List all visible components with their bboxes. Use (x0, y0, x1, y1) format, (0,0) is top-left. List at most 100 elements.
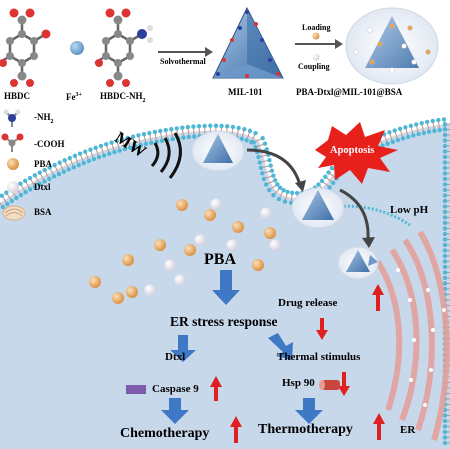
product-drug-dot (389, 67, 395, 73)
membrane-tail (426, 122, 430, 131)
membrane-head (133, 144, 138, 149)
membrane-head (251, 140, 256, 145)
membrane-head (442, 160, 448, 165)
membrane-tail (437, 121, 441, 130)
membrane-head (275, 182, 280, 187)
dtxl-dot (144, 284, 156, 296)
label-coupling: Coupling (298, 62, 330, 71)
membrane-head (141, 131, 147, 137)
membrane-head (67, 155, 72, 161)
membrane-tail (159, 131, 163, 140)
membrane-head (230, 124, 236, 130)
product-drug-dot (367, 27, 373, 33)
membrane-head (329, 165, 335, 171)
membrane-head (269, 168, 275, 173)
label-thermal-stimulus: Thermal stimulus (277, 351, 361, 363)
membrane-head (294, 190, 300, 196)
label-pba-center: PBA (204, 251, 236, 268)
membrane-head (191, 124, 196, 129)
label-er-stress: ER stress response (170, 314, 278, 329)
membrane-head (112, 149, 117, 155)
membrane-head (327, 185, 332, 190)
label-fe: Fe3+ (66, 92, 82, 102)
membrane-tail (100, 146, 105, 155)
membrane-head (202, 123, 207, 129)
label-thermotherapy: Thermotherapy (258, 422, 353, 437)
membrane-head (442, 182, 448, 187)
membrane-head (442, 281, 448, 286)
membrane-head (281, 188, 286, 193)
membrane-tail (49, 168, 55, 176)
membrane-head (442, 413, 448, 418)
mof-linker-dot (245, 10, 249, 14)
hbdc-nh2-atoms (95, 8, 153, 87)
membrane-head (425, 119, 430, 125)
membrane-tail (290, 193, 293, 202)
membrane-tail (246, 131, 251, 140)
membrane-tail (170, 130, 174, 139)
membrane-tail (384, 135, 388, 143)
membrane-head (276, 196, 282, 202)
membrane-tail (20, 184, 26, 192)
membrane-tail (143, 135, 147, 144)
membrane-head (442, 264, 448, 270)
membrane-head (392, 128, 397, 133)
nanoparticle-incoming (191, 130, 245, 172)
membrane-tail (269, 184, 277, 190)
membrane-tail (54, 165, 59, 174)
membrane-tail (278, 190, 284, 199)
membrane-head (271, 173, 276, 178)
membrane-head (261, 176, 267, 182)
apoptosis-star (315, 122, 398, 184)
released-drug-dots (89, 198, 281, 304)
membrane-head (37, 170, 42, 175)
membrane-head (430, 118, 435, 124)
membrane-head (181, 135, 186, 140)
membrane-tail (264, 175, 273, 180)
membrane-head (387, 130, 392, 135)
membrane-tail (181, 128, 184, 137)
membrane-tail (322, 181, 330, 188)
membrane-head (163, 127, 168, 133)
membrane-head (101, 153, 107, 158)
membrane-head (442, 275, 448, 281)
membrane-tail (394, 131, 398, 140)
membrane-head (147, 130, 152, 136)
membrane-tail (59, 163, 64, 171)
legend-label-cooh: -COOH (34, 139, 65, 149)
membrane-head (323, 174, 328, 180)
mof-linker-dot (216, 72, 220, 76)
membrane-head (14, 195, 19, 201)
membrane-head (316, 182, 321, 187)
legend-label-nh2-sub: 2 (50, 118, 54, 125)
mof-linker-dot (276, 72, 280, 76)
mof-linker-dot (238, 26, 242, 30)
dtxl-dot (269, 239, 281, 251)
membrane-head (186, 134, 192, 140)
membrane-tail (432, 121, 435, 130)
membrane-head (442, 253, 448, 259)
membrane-head (442, 259, 448, 264)
membrane-head (56, 171, 62, 177)
membrane-head (28, 187, 33, 192)
membrane-head (239, 136, 244, 142)
label-hbdc-nh2-sub: 2 (142, 97, 146, 104)
label-chemotherapy: Chemotherapy (120, 426, 210, 441)
pba-dot (184, 244, 196, 256)
membrane-head (442, 204, 448, 209)
mof-linker-dot (260, 38, 264, 42)
label-fe-charge: 3+ (75, 92, 82, 98)
legend-label-dtxl: Dtxl (34, 182, 51, 192)
membrane-head (127, 145, 133, 150)
label-hbdc: HBDC (4, 91, 31, 101)
hbdc-atoms (0, 8, 51, 87)
product-drug-dot (425, 49, 431, 55)
dtxl-dot (164, 259, 176, 271)
membrane-tail (259, 154, 268, 158)
membrane-tail (132, 137, 136, 146)
membrane-tail (236, 128, 239, 137)
legend-label-pba: PBA (34, 159, 52, 169)
membrane-tail (44, 170, 50, 179)
product-drug-dot (369, 59, 375, 65)
membrane-tail (106, 145, 110, 153)
